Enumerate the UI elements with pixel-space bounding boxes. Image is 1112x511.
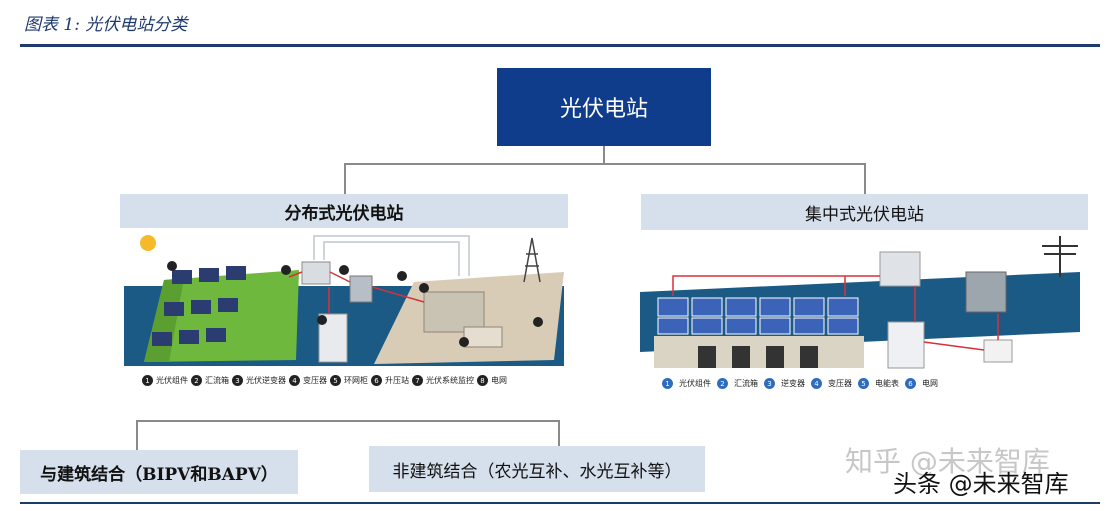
solar-array-icon bbox=[152, 266, 246, 346]
pylon-icon bbox=[523, 237, 541, 283]
right-drop bbox=[864, 163, 866, 194]
solar-array-icon bbox=[657, 297, 859, 335]
legend-number: 1 bbox=[662, 378, 673, 389]
building-base bbox=[654, 336, 864, 368]
overhead-lines bbox=[313, 235, 470, 276]
power-line-icon bbox=[1042, 236, 1078, 277]
legend-label: 光伏系统监控 bbox=[426, 376, 474, 385]
centralized-legend: 1 光伏组件 2 汇流箱 3 逆变器 4 变压器 5 电能表 6 电网 bbox=[662, 378, 1062, 389]
legend-label: 变压器 bbox=[828, 379, 852, 388]
centralized-illustration bbox=[640, 236, 1080, 369]
figure-title: 图表 1: 光伏电站分类 bbox=[24, 15, 188, 35]
sun-icon bbox=[140, 235, 156, 251]
wiring-lines bbox=[672, 275, 999, 351]
legend-number: 4 bbox=[811, 378, 822, 389]
inverter-icon bbox=[887, 321, 925, 369]
title-rule bbox=[20, 44, 1100, 47]
legend-label: 逆变器 bbox=[781, 379, 805, 388]
legend-label: 变压器 bbox=[303, 376, 327, 385]
legend-label: 光伏组件 bbox=[156, 376, 188, 385]
legend-label: 光伏逆变器 bbox=[246, 376, 286, 385]
monitor-building-icon bbox=[463, 326, 503, 348]
leaf-left-drop bbox=[136, 420, 138, 450]
left-drop bbox=[344, 163, 346, 194]
legend-number: 2 bbox=[191, 375, 202, 386]
legend-label: 电能表 bbox=[875, 379, 899, 388]
distributed-node: 分布式光伏电站 bbox=[120, 194, 568, 228]
legend-number: 4 bbox=[289, 375, 300, 386]
legend-label: 升压站 bbox=[385, 376, 409, 385]
root-node: 光伏电站 bbox=[497, 68, 711, 146]
legend-number: 5 bbox=[858, 378, 869, 389]
legend-label: 光伏组件 bbox=[679, 379, 711, 388]
meter-icon bbox=[983, 339, 1013, 363]
numbered-markers bbox=[167, 261, 543, 347]
legend-number: 1 bbox=[142, 375, 153, 386]
leaf-bar bbox=[136, 420, 560, 422]
legend-number: 7 bbox=[412, 375, 423, 386]
legend-number: 3 bbox=[764, 378, 775, 389]
watermark-strong: 头条 @未来智库 bbox=[893, 470, 1069, 498]
legend-label: 电网 bbox=[491, 376, 507, 385]
switchgear-icon bbox=[423, 291, 485, 333]
branch-bar bbox=[344, 163, 865, 165]
root-stem bbox=[603, 146, 605, 164]
non-building-node: 非建筑结合（农光互补、水光互补等） bbox=[369, 446, 705, 492]
legend-number: 6 bbox=[905, 378, 916, 389]
combiner-box-icon bbox=[879, 251, 921, 287]
leaf-right-drop bbox=[558, 420, 560, 446]
watermark-faint: 知乎 @未来智库 bbox=[845, 445, 1050, 478]
legend-label: 汇流箱 bbox=[205, 376, 229, 385]
building-doors bbox=[698, 346, 818, 368]
bottom-rule bbox=[20, 502, 1100, 504]
legend-label: 汇流箱 bbox=[734, 379, 758, 388]
legend-number: 8 bbox=[477, 375, 488, 386]
building-integrated-node: 与建筑结合（BIPV和BAPV） bbox=[20, 450, 298, 494]
transformer-icon bbox=[349, 275, 373, 303]
legend-label: 电网 bbox=[922, 379, 938, 388]
transformer-icon bbox=[965, 271, 1007, 313]
wiring-lines bbox=[288, 271, 425, 314]
legend-number: 2 bbox=[717, 378, 728, 389]
legend-number: 6 bbox=[371, 375, 382, 386]
legend-number: 3 bbox=[232, 375, 243, 386]
distributed-illustration bbox=[124, 235, 564, 366]
legend-label: 环网柜 bbox=[344, 376, 368, 385]
centralized-node: 集中式光伏电站 bbox=[641, 194, 1088, 230]
legend-number: 5 bbox=[330, 375, 341, 386]
combiner-box-icon bbox=[301, 261, 331, 285]
